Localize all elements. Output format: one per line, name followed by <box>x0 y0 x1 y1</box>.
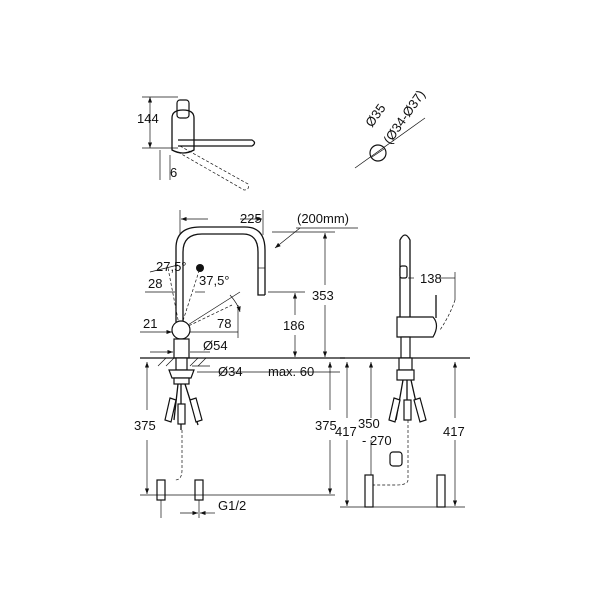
dim-top-offset: 6 <box>170 165 177 180</box>
dim-side-hose-d: 417 <box>443 424 465 439</box>
dim-total-height: 353 <box>312 288 334 303</box>
dim-angle-left: 27,5° <box>156 259 187 274</box>
dim-side-hose-a: 417 <box>335 424 357 439</box>
dim-shank-diameter: Ø34 <box>218 364 243 379</box>
dim-outlet-height: 186 <box>283 318 305 333</box>
dim-body-right: 78 <box>217 316 231 331</box>
top-view <box>142 96 256 191</box>
dim-body-diameter: Ø54 <box>203 338 228 353</box>
dim-side-hose-c: - 270 <box>362 433 392 448</box>
dim-side-hose-b: 350 <box>358 416 380 431</box>
dim-body-left: 21 <box>143 316 157 331</box>
front-view <box>140 210 358 518</box>
dim-hole-range: (Ø34-Ø37) <box>380 87 428 147</box>
dim-side-reach: 138 <box>420 271 442 286</box>
dim-hose-right: 375 <box>315 418 337 433</box>
dim-top-height: 144 <box>137 111 159 126</box>
side-view <box>340 234 470 508</box>
dim-max-thickness: max. 60 <box>268 364 314 379</box>
dim-hose-left: 375 <box>134 418 156 433</box>
dim-angle-right: 37,5° <box>199 273 230 288</box>
hole-symbol <box>354 117 426 169</box>
dim-spout-reach: 225 <box>240 211 262 226</box>
dim-handle-left: 28 <box>148 276 162 291</box>
dim-connection: G1/2 <box>218 498 246 513</box>
dim-pullout-length: (200mm) <box>297 211 349 226</box>
dim-hole-diameter: Ø35 <box>362 101 388 130</box>
